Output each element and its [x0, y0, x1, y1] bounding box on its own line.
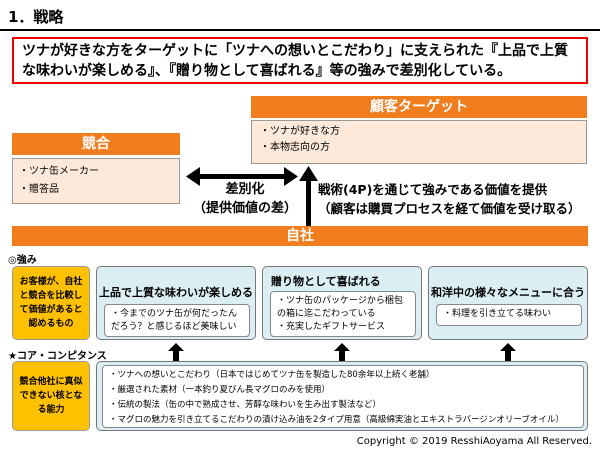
core-competence-list: ・ツナへの想いとこだわり（日本ではじめてツナ缶を製造した80余年以上続く老舗） …: [102, 365, 584, 428]
competition-header: 競合: [12, 133, 180, 155]
target-item: ・本物志向の方: [260, 142, 330, 153]
summary-line-1: ツナが好きな方をターゲットに「ツナへの想いとこだわり」に支えられた『上品で上質: [22, 43, 568, 59]
strength-card-body: ・今までのツナ缶が何だったんだろう？と感じるほど美味しい: [104, 304, 250, 337]
differentiation-arrow: [186, 167, 298, 186]
core-to-strength-arrow: [500, 343, 516, 361]
target-box: ・ツナが好きな方 ・本物志向の方: [251, 120, 587, 164]
page-title: 1．戦略: [8, 8, 64, 26]
strength-card-title: 上品で上質な味わいが楽しめる: [99, 286, 253, 299]
strength-card-title: 和洋中の様々なメニューに合う: [431, 286, 585, 299]
differentiation-label: 差別化 （提供価値の差）: [180, 180, 310, 218]
tactics-arrow: [299, 166, 318, 226]
tactics-label: 戦術(4P)を通じて強みである価値を提供 （顧客は購買プロセスを経て価値を受け取…: [318, 180, 598, 218]
strength-card: 和洋中の様々なメニューに合う ・料理を引き立てる味わい: [428, 266, 588, 340]
competition-item: ・ツナ缶メーカー: [19, 166, 99, 177]
core-competence-item: ・ツナへの想いとこだわり（日本ではじめてツナ缶を製造した80余年以上続く老舗）: [109, 370, 435, 380]
strength-card: 贈り物として喜ばれる ・ツナ缶のパッケージから梱包の箱に迄こだわっている ・充実…: [262, 266, 422, 340]
core-competence-item: ・伝統の製法（缶の中で熟成させ、芳醇な味わいを生み出す製法など）: [109, 400, 382, 410]
copyright: Copyright © 2019 ResshiAoyama All Reserv…: [356, 436, 592, 447]
strengths-definition: お客様が、自社と競合を比較して価値があると認めるもの: [12, 266, 90, 340]
core-competence-item: ・厳選された素材（一本釣り夏びん長マグロのみを使用）: [109, 385, 331, 395]
summary-line-2: な味わいが楽しめる』、『贈り物として喜ばれる』等の強みで差別化している。: [22, 63, 512, 79]
strength-card-body: ・料理を引き立てる味わい: [436, 304, 582, 326]
tactics-subtitle: （顧客は購買プロセスを経て価値を受け取る）: [318, 201, 581, 216]
target-header: 顧客ターゲット: [251, 96, 587, 118]
strength-card-title: 贈り物として喜ばれる: [271, 275, 381, 288]
tactics-title: 戦術(4P)を通じて強みである価値を提供: [318, 182, 548, 197]
core-to-strength-arrow: [168, 343, 184, 361]
core-to-strength-arrow: [334, 343, 350, 361]
strategy-summary: ツナが好きな方をターゲットに「ツナへの想いとこだわり」に支えられた『上品で上質 …: [12, 37, 588, 84]
competition-item: ・贈答品: [19, 184, 59, 195]
target-item: ・ツナが好きな方: [260, 126, 340, 137]
strengths-definition-text: お客様が、自社と競合を比較して価値があると認めるもの: [19, 277, 83, 329]
company-header: 自社: [12, 226, 588, 246]
core-competence-item: ・マグロの魅力を引き立てるこだわりの漬け込み油を2タイプ用意（高級綿実油とエキス…: [109, 415, 564, 425]
strengths-label: ◎強み: [8, 255, 37, 266]
differentiation-subtitle: （提供価値の差）: [192, 201, 297, 216]
title-divider: [0, 29, 600, 31]
strength-card-body: ・ツナ缶のパッケージから梱包の箱に迄こだわっている ・充実したギフトサービス: [270, 291, 416, 337]
core-competence-definition: 競合他社に真似できない核となる能力: [12, 361, 90, 431]
differentiation-title: 差別化: [225, 182, 265, 197]
core-competence-box: ・ツナへの想いとこだわり（日本ではじめてツナ缶を製造した80余年以上続く老舗） …: [96, 361, 588, 431]
strength-card: 上品で上質な味わいが楽しめる ・今までのツナ缶が何だったんだろう？と感じるほど美…: [96, 266, 256, 340]
core-competence-label: ★コア・コンピタンス: [8, 351, 107, 362]
competition-box: ・ツナ缶メーカー ・贈答品: [12, 158, 180, 204]
core-competence-definition-text: 競合他社に真似できない核となる能力: [19, 377, 83, 415]
